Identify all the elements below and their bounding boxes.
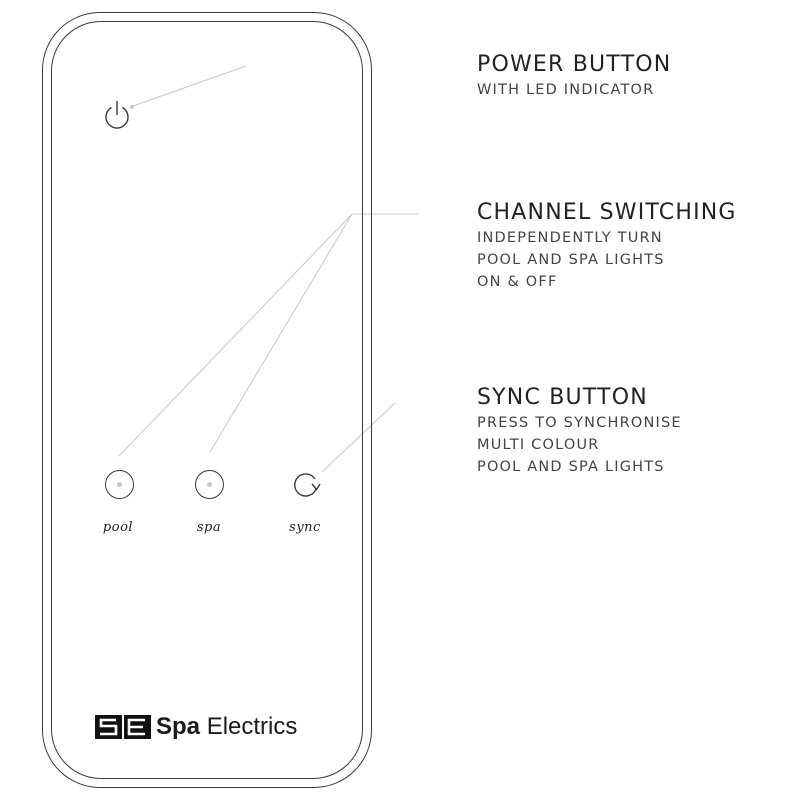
leader-sync <box>321 402 396 473</box>
callout-line: INDEPENDENTLY TURN <box>477 230 663 246</box>
refresh-icon <box>294 473 321 497</box>
spa-label: spa <box>196 520 222 535</box>
brand-name-regular: Electrics <box>206 713 298 740</box>
callout-title: SYNC BUTTON <box>477 385 648 410</box>
power-icon[interactable] <box>101 98 135 134</box>
callout-line: ON & OFF <box>477 274 558 290</box>
callout-line: POOL AND SPA LIGHTS <box>477 459 665 475</box>
pool-button[interactable] <box>105 470 134 499</box>
callout-channel-switching: CHANNEL SWITCHING INDEPENDENTLY TURN POO… <box>477 199 737 293</box>
callout-title: POWER BUTTON <box>477 52 672 77</box>
sync-button[interactable] <box>290 470 322 500</box>
led-indicator <box>117 482 122 487</box>
leader-spa <box>209 213 353 453</box>
brand-name-bold: Spa <box>156 713 201 740</box>
leader-pool <box>118 213 353 457</box>
callout-line: POOL AND SPA LIGHTS <box>477 252 665 268</box>
callout-line: MULTI COLOUR <box>477 437 600 453</box>
led-indicator <box>207 482 212 487</box>
callout-line: WITH LED INDICATOR <box>477 82 655 98</box>
remote-outline-outer <box>42 12 372 788</box>
callout-power: POWER BUTTON WITH LED INDICATOR <box>477 51 671 101</box>
pool-label: pool <box>102 520 134 535</box>
callout-title: CHANNEL SWITCHING <box>477 200 737 225</box>
spa-electrics-logo <box>95 715 151 739</box>
callout-line: PRESS TO SYNCHRONISE <box>477 415 682 431</box>
sync-label: sync <box>289 520 321 535</box>
brand-logo: Spa Electrics <box>94 712 297 742</box>
brand-name: Spa Electrics <box>156 713 297 741</box>
spa-button[interactable] <box>195 470 224 499</box>
leader-power <box>132 65 247 107</box>
remote-outline-inner <box>51 21 363 779</box>
callout-sync: SYNC BUTTON PRESS TO SYNCHRONISE MULTI C… <box>477 384 682 478</box>
